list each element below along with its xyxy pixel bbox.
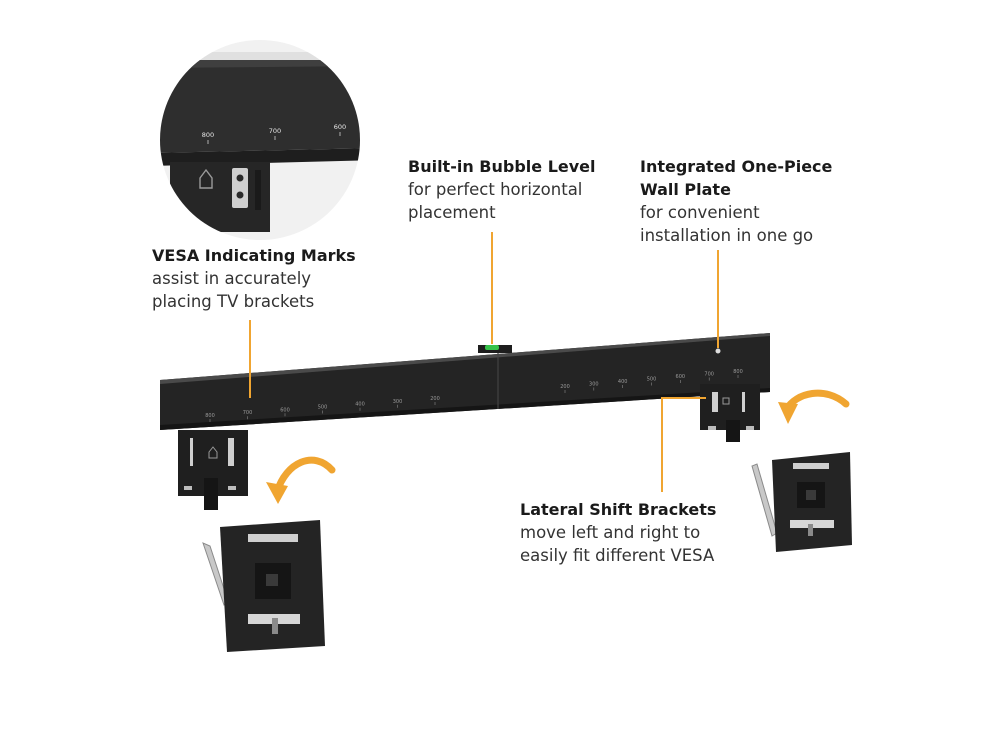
rotate-arrow-left-icon xyxy=(266,456,336,504)
callout-bubble-line2: placement xyxy=(408,203,496,222)
leader-line-shift xyxy=(661,397,706,492)
callout-shift-line2: easily fit different VESA xyxy=(520,546,715,565)
zoom-mark-600: 600 xyxy=(334,123,346,131)
bar-mark-left-label-700: 700 xyxy=(243,410,253,416)
callout-shift-line1: move left and right to xyxy=(520,523,701,542)
bar-mark-right-label-500: 500 xyxy=(647,377,657,383)
callout-vesa-marks: VESA Indicating Marks assist in accurate… xyxy=(152,244,356,313)
callout-bubble-line1: for perfect horizontal xyxy=(408,180,583,199)
bar-mark-right-label-700: 700 xyxy=(704,372,714,378)
wall-plate-bar: 800 700 600 500 400 300 200 200 300 400 500 600 700… xyxy=(160,333,770,430)
bar-mark-left-label-500: 500 xyxy=(318,405,328,411)
marking-dot xyxy=(715,348,721,354)
bar-mark-right-label-600: 600 xyxy=(676,374,686,380)
bar-mark-right-label-400: 400 xyxy=(618,379,628,385)
callout-wall-line2: installation in one go xyxy=(640,226,814,245)
callout-shift-title: Lateral Shift Brackets xyxy=(520,500,717,519)
callout-vesa-line1: assist in accurately xyxy=(152,269,312,288)
bar-mark-left-label-600: 600 xyxy=(280,407,290,413)
rotate-arrow-right-icon xyxy=(778,389,850,424)
right-sliding-bracket xyxy=(700,384,760,442)
callout-shift-brackets: Lateral Shift Brackets move left and rig… xyxy=(520,498,716,567)
arrow-up-icon xyxy=(199,168,213,189)
callout-bubble-level: Built-in Bubble Level for perfect horizo… xyxy=(408,155,596,224)
zoom-mark-700: 700 xyxy=(269,127,281,135)
callout-bubble-title: Built-in Bubble Level xyxy=(408,157,596,176)
zoom-bar xyxy=(160,60,360,153)
zoom-detail-circle: 800 700 600 xyxy=(160,40,360,240)
right-tv-bracket xyxy=(751,452,852,552)
bar-mark-left-label-200: 200 xyxy=(430,396,440,402)
zoom-mark-800: 800 xyxy=(202,131,214,139)
bar-mark-left-label-800: 800 xyxy=(205,413,215,419)
bar-mark-left-label-300: 300 xyxy=(393,399,403,405)
bar-mark-right-label-200: 200 xyxy=(560,384,570,390)
bar-mark-right-label-800: 800 xyxy=(733,369,743,375)
callout-vesa-line2: placing TV brackets xyxy=(152,292,315,311)
bar-mark-left-label-400: 400 xyxy=(355,402,365,408)
callout-wall-plate: Integrated One-Piece Wall Plate for conv… xyxy=(640,155,832,247)
bubble-level-icon xyxy=(485,345,499,350)
callout-vesa-title: VESA Indicating Marks xyxy=(152,246,356,265)
zoom-slot-plate xyxy=(232,168,248,208)
callout-wall-line1: for convenient xyxy=(640,203,760,222)
left-sliding-bracket xyxy=(178,430,248,510)
callout-wall-title2: Wall Plate xyxy=(640,180,731,199)
left-tv-bracket xyxy=(202,520,325,652)
callout-wall-title1: Integrated One-Piece xyxy=(640,157,833,176)
bar-mark-right-label-300: 300 xyxy=(589,382,599,388)
